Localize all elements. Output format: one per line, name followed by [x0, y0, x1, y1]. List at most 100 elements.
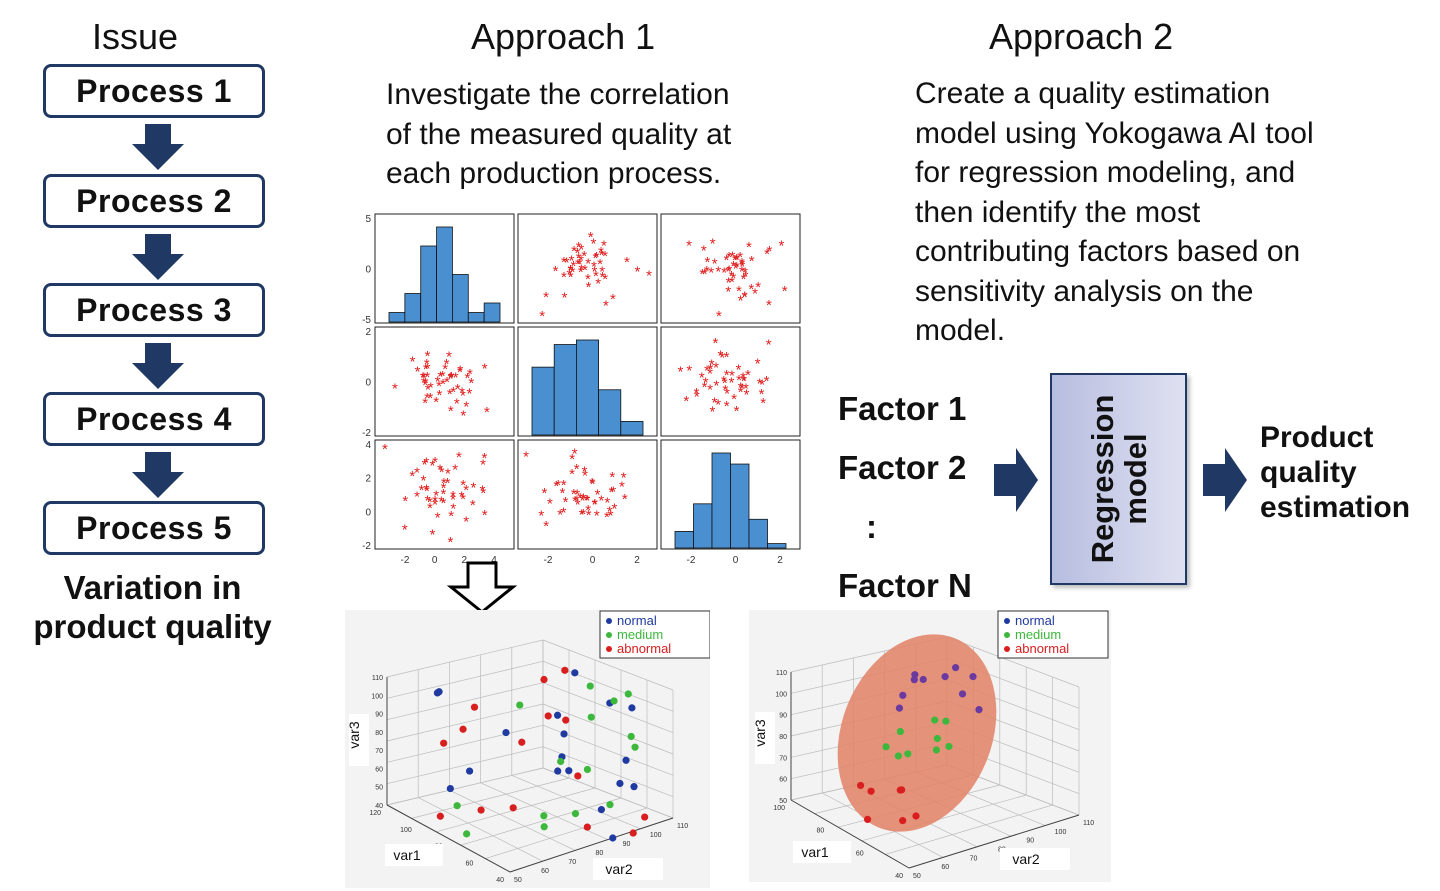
scatter-marker: *	[543, 518, 549, 535]
grid-line	[861, 794, 1027, 842]
data-point-normal	[553, 711, 562, 719]
scatter-marker: *	[561, 269, 567, 286]
scatter-marker: *	[542, 485, 548, 502]
scatter-marker: *	[594, 507, 600, 524]
scatter-marker: *	[752, 286, 758, 303]
ytick-label: 50	[913, 873, 921, 880]
scatter-marker: *	[466, 385, 472, 402]
scatter-marker: *	[468, 375, 474, 392]
scatter-marker: *	[595, 276, 601, 293]
scatter-marker: *	[709, 403, 715, 420]
histogram-bar	[531, 366, 555, 436]
scatter-marker: *	[420, 472, 426, 489]
scatter-marker: *	[553, 263, 559, 280]
xtick-label: 100	[773, 805, 785, 812]
ztick-label: 110	[372, 675, 383, 682]
scatter-marker: *	[432, 454, 438, 471]
approach2-desc-line: Create a quality estimation	[915, 77, 1271, 110]
data-point-medium	[586, 682, 594, 690]
scatter-marker: *	[445, 475, 451, 492]
scatter-marker: *	[686, 363, 692, 380]
scatter-marker: *	[452, 462, 458, 479]
scatter-marker: *	[764, 373, 770, 390]
data-point-medium	[904, 750, 912, 758]
scatter-marker: *	[582, 467, 588, 484]
scatter-marker: *	[745, 367, 751, 384]
scatter-marker: *	[578, 241, 584, 258]
data-point-normal	[554, 767, 562, 775]
scatter-marker: *	[424, 483, 430, 500]
scatter-marker: *	[574, 487, 580, 504]
scatter-marker: *	[755, 279, 761, 296]
scatter-marker: *	[562, 290, 568, 307]
xtick-label: 4	[491, 555, 497, 566]
scatter-marker: *	[725, 284, 731, 301]
scatter-marker: *	[694, 385, 700, 402]
scatter-marker: *	[586, 279, 592, 296]
scatter-marker: *	[547, 496, 553, 513]
ztick-label: 60	[375, 766, 383, 773]
scatter-marker: *	[603, 297, 609, 314]
grid-line	[542, 682, 674, 733]
matrix-panel	[660, 213, 801, 324]
xtick-label: 0	[733, 555, 739, 566]
ytick-label: 0	[365, 378, 371, 389]
legend-marker	[606, 618, 612, 624]
scatter-marker: *	[598, 493, 604, 510]
issue-heading: Issue	[92, 16, 179, 57]
data-point-normal	[433, 689, 442, 697]
ztick-label: 100	[371, 693, 383, 700]
histogram-bar	[730, 463, 750, 549]
ytick-label: 110	[677, 823, 688, 830]
grid-line	[511, 775, 641, 830]
data-point-medium	[631, 743, 639, 751]
scatter-marker: *	[749, 253, 755, 270]
scatter-marker: *	[415, 363, 421, 380]
data-point-medium	[606, 801, 614, 809]
grid-line	[449, 789, 576, 851]
scatter-marker: *	[702, 266, 708, 283]
scatter-marker: *	[429, 457, 435, 474]
scatter-marker: *	[739, 259, 745, 276]
scatter-marker: *	[757, 375, 763, 392]
data-point-medium	[627, 732, 635, 741]
axis-label-bg	[755, 712, 775, 764]
scatter-marker: *	[560, 485, 566, 502]
grid-line	[386, 703, 544, 742]
scatter-marker: *	[704, 363, 710, 380]
scatter-marker: *	[731, 391, 737, 408]
scatter-marker: *	[427, 494, 433, 511]
scatter-marker: *	[730, 270, 736, 287]
grid-line	[386, 639, 544, 678]
scatter-marker: *	[736, 362, 742, 379]
approach1-heading: Approach 1	[471, 16, 656, 57]
scatter-marker: *	[425, 382, 431, 399]
y-axis-label: var2	[1012, 851, 1039, 867]
scatter-marker: *	[578, 252, 584, 269]
scatter-marker: *	[568, 269, 574, 286]
scatter-marker: *	[463, 399, 469, 416]
approach2-desc-line: model.	[915, 314, 1006, 347]
xtick-label: 2	[634, 555, 640, 566]
xtick-label: 2	[777, 555, 783, 566]
z-axis-label: var3	[752, 719, 768, 746]
scatter-marker: *	[724, 367, 730, 384]
product-quality-estimation-label: Product quality estimation	[1260, 420, 1410, 525]
output-line2: quality	[1260, 456, 1357, 489]
scatter-marker: *	[425, 493, 431, 510]
scatter-marker: *	[604, 495, 610, 512]
data-point-medium	[453, 802, 461, 810]
histogram-bar	[404, 293, 422, 323]
process-1-box: Process 1	[43, 64, 265, 118]
scatter-marker: *	[602, 271, 608, 288]
ytick-label: 2	[365, 327, 371, 338]
data-point-normal	[560, 730, 568, 738]
scatter-marker: *	[686, 237, 692, 254]
histogram-bar	[436, 226, 453, 323]
xtick-label: 100	[400, 827, 412, 834]
scatter-marker: *	[584, 492, 590, 509]
scatter-marker: *	[741, 271, 747, 288]
scatter-marker: *	[709, 356, 715, 373]
legend-box	[599, 610, 710, 659]
legend-entry: normal	[1015, 613, 1055, 628]
